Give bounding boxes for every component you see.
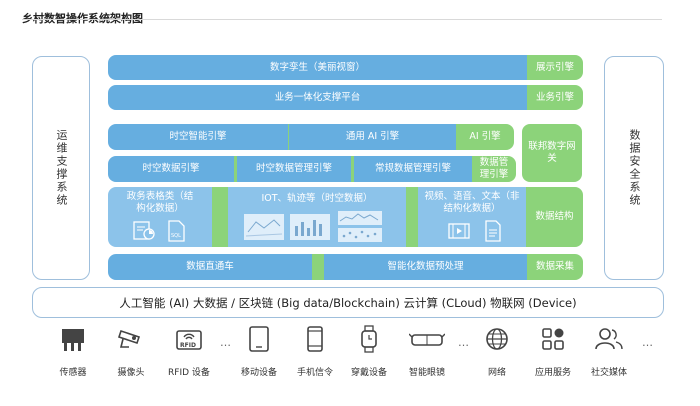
page-title: 乡村数智操作系统架构图 xyxy=(22,12,143,25)
tablet-icon xyxy=(249,326,269,352)
rfid-icon: RFID xyxy=(176,330,202,350)
map-thumbnail-icon xyxy=(244,214,284,240)
device-network: 网络 xyxy=(462,325,532,378)
government-table-data-block: 政务表格类（结构化数据） xyxy=(108,187,212,247)
apps-icon xyxy=(542,328,564,350)
business-engine-tag: 业务引擎 xyxy=(527,85,583,110)
camera-icon xyxy=(117,329,141,348)
ellipsis-1: … xyxy=(220,336,231,349)
data-structure-tag: 数据结构 xyxy=(526,187,583,247)
sql-file-icon: SQL xyxy=(168,220,185,242)
row4-gap-2 xyxy=(351,156,354,182)
scatter-thumbnail-icon xyxy=(338,228,382,242)
calendar-chart-icon xyxy=(133,221,155,240)
svg-text:RFID: RFID xyxy=(180,342,196,349)
device-label: 智能眼镜 xyxy=(408,368,445,378)
video-icon xyxy=(448,223,470,239)
globe-icon xyxy=(486,328,508,350)
data-security-system-label: 数据安全系统 xyxy=(628,129,641,207)
device-wearable: 穿戴设备 xyxy=(334,325,404,378)
regular-data-management-engine: 常规数据管理引擎 xyxy=(354,156,472,182)
device-mobile: 移动设备 xyxy=(224,325,294,378)
data-security-system-box: 数据安全系统 xyxy=(604,56,664,280)
spatiotemporal-data-engine: 时空数据引擎 xyxy=(108,156,234,182)
data-management-engine-tag: 数据管理引擎 xyxy=(472,156,516,182)
ai-engine-tag: AI 引擎 xyxy=(456,124,514,150)
device-camera: 摄像头 xyxy=(96,325,166,378)
device-label: 传感器 xyxy=(59,368,87,378)
intelligent-preprocessing-block: 智能化数据预处理 xyxy=(324,254,527,280)
bar-chart-thumbnail-icon xyxy=(290,214,330,240)
svg-text:SQL: SQL xyxy=(171,233,181,239)
display-engine-tag: 展示引擎 xyxy=(527,55,583,80)
device-label: 穿戴设备 xyxy=(350,368,387,378)
data-collection-tag: 数据采集 xyxy=(527,254,583,280)
government-table-data-label: 政务表格类（结构化数据） xyxy=(126,191,194,214)
iot-trajectory-data-label: IOT、轨迹等（时空数据） xyxy=(261,193,373,204)
device-label: 网络 xyxy=(487,368,506,378)
glasses-icon xyxy=(409,333,445,346)
ops-support-system-box: 运维支撑系统 xyxy=(32,56,90,280)
row4-gap-1 xyxy=(234,156,237,182)
business-platform-block: 业务一体化支撑平台 xyxy=(108,85,527,110)
digital-twin-block: 数字孪生（美丽视窗） xyxy=(108,55,527,80)
unstructured-data-block: 视频、语音、文本（非结构化数据） xyxy=(418,187,526,247)
device-social-media: 社交媒体 xyxy=(574,325,644,378)
federated-digital-gateway: 联邦数字网关 xyxy=(522,124,582,182)
phone-icon xyxy=(307,326,323,352)
device-label: 摄像头 xyxy=(117,368,145,378)
document-icon xyxy=(485,220,501,242)
device-label: 移动设备 xyxy=(240,368,277,378)
technology-base-bar: 人工智能 (AI) 大数据 / 区块链 (Big data/Blockchain… xyxy=(32,287,664,318)
users-icon xyxy=(595,328,623,350)
device-phone-signal: 手机信令 xyxy=(280,325,350,378)
device-app-service: 应用服务 xyxy=(518,325,588,378)
row6-gap xyxy=(312,254,324,280)
device-label: RFID 设备 xyxy=(168,368,210,378)
device-rfid: RFID RFID 设备 xyxy=(154,325,224,378)
row5-gap-2 xyxy=(406,187,418,247)
device-label: 手机信令 xyxy=(296,368,333,378)
technology-base-label: 人工智能 (AI) 大数据 / 区块链 (Big data/Blockchain… xyxy=(119,295,577,310)
device-smart-glasses: 智能眼镜 xyxy=(392,325,462,378)
spatiotemporal-intelligence-engine: 时空智能引擎 xyxy=(108,124,288,150)
ellipsis-2: … xyxy=(458,336,469,349)
device-label: 应用服务 xyxy=(534,368,571,378)
row5-gap-1 xyxy=(212,187,228,247)
data-express-block: 数据直通车 xyxy=(108,254,312,280)
device-sensor: 传感器 xyxy=(38,325,108,378)
title-divider xyxy=(22,19,662,20)
watch-icon xyxy=(361,325,377,353)
sensor-icon xyxy=(62,329,84,351)
ellipsis-3: … xyxy=(642,336,653,349)
ops-support-system-label: 运维支撑系统 xyxy=(55,129,68,207)
line-chart-thumbnail-icon xyxy=(338,211,382,225)
unstructured-data-label: 视频、语音、文本（非结构化数据） xyxy=(424,191,520,214)
general-ai-engine: 通用 AI 引擎 xyxy=(289,124,456,150)
row3-green-gap xyxy=(288,124,289,150)
device-label: 社交媒体 xyxy=(590,368,627,378)
spatiotemporal-data-management-engine: 时空数据管理引擎 xyxy=(237,156,351,182)
